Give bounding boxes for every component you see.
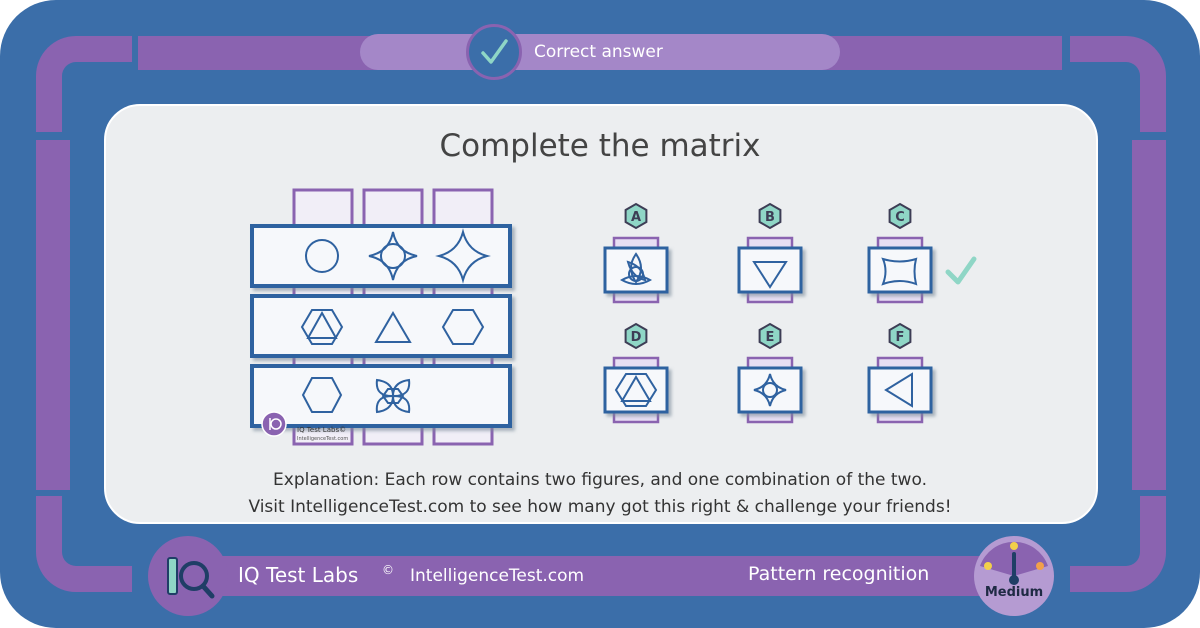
option-letter-badge: [888, 322, 912, 350]
answer-status-badge: [466, 24, 522, 80]
matrix-cell-hexagon: [441, 309, 485, 345]
option-f[interactable]: F: [867, 322, 933, 424]
difficulty-gauge: Medium: [974, 536, 1054, 616]
matrix-cell-circle-with-star: [368, 231, 418, 281]
option-letter-badge: [624, 322, 648, 350]
answer-banner: [360, 34, 840, 70]
option-letter-badge: [758, 322, 782, 350]
iq-logo: [148, 536, 228, 616]
option-letter: B: [765, 210, 775, 225]
option-letter: F: [896, 330, 905, 345]
footer-site-link[interactable]: IntelligenceTest.com: [410, 566, 585, 586]
matrix-cell-hexagon-with-triangle: [300, 309, 344, 345]
option-letter: C: [895, 210, 905, 225]
option-letter-badge: [624, 202, 648, 230]
easy-face-icon: [984, 562, 992, 570]
option-letter: A: [631, 210, 641, 225]
puzzle-title: Complete the matrix: [439, 128, 761, 164]
option-box: [867, 246, 933, 294]
option-letter: E: [766, 330, 775, 345]
matrix-cell-flower-with-hexagon: [375, 378, 411, 414]
iq-magnifier-icon: [167, 557, 215, 599]
matrix-watermark: IQ Test Labs© IntelligenceTest.com: [261, 411, 348, 442]
matrix-rows: [250, 224, 512, 428]
option-letter: D: [631, 330, 642, 345]
frame-corner-tl: [36, 36, 132, 132]
explanation-line-1: Explanation: Each row contains two figur…: [273, 470, 927, 490]
matrix-cell-four-point-star: [435, 228, 491, 284]
option-b[interactable]: B: [737, 202, 803, 304]
footer-brand: IQ Test Labs: [238, 563, 359, 587]
watermark-logo-icon: [261, 411, 287, 437]
option-box: [737, 246, 803, 294]
option-e-figure: [753, 373, 787, 407]
check-icon: [481, 39, 508, 64]
footer-copyright: ©: [382, 563, 394, 577]
option-a-figure: [619, 252, 653, 285]
matrix-row-2: [250, 294, 512, 358]
option-c-figure: [881, 257, 918, 286]
option-f-figure: [884, 372, 913, 408]
frame-stripe-right: [1132, 140, 1166, 490]
matrix-cell-circle: [305, 239, 339, 273]
option-box: [867, 366, 933, 414]
correct-option-check-icon: [945, 256, 977, 285]
watermark-line-1: IQ Test Labs©: [297, 426, 346, 434]
explanation-line-2: Visit IntelligenceTest.com to see how ma…: [248, 497, 952, 517]
footer-category: Pattern recognition: [748, 563, 930, 585]
banner-text: Correct answer: [534, 42, 663, 62]
matrix-cell-hexagon-row3: [301, 377, 343, 413]
option-e[interactable]: E: [737, 322, 803, 424]
option-letter-badge: [888, 202, 912, 230]
matrix-cell-triangle: [374, 311, 412, 343]
option-c[interactable]: C: [867, 202, 933, 304]
medium-face-icon: [1010, 542, 1018, 550]
frame-stripe-left: [36, 140, 70, 490]
option-letter-badge: [758, 202, 782, 230]
difficulty-label: Medium: [985, 585, 1043, 600]
option-b-figure: [752, 261, 788, 289]
option-d-figure: [614, 373, 658, 407]
hard-face-icon: [1036, 562, 1044, 570]
footer-bar: [180, 556, 1020, 596]
matrix-row-3: [250, 364, 512, 428]
watermark-line-2: IntelligenceTest.com: [297, 436, 348, 442]
